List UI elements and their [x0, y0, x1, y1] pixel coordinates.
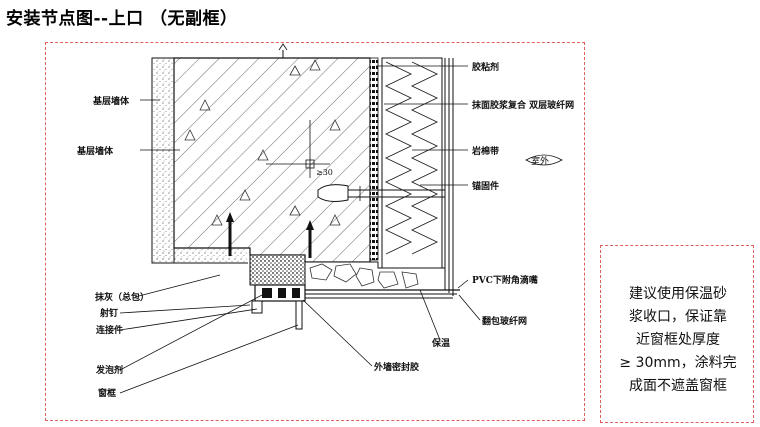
label-ext-sealant: 外墙密封胶	[373, 361, 419, 373]
pvc-drip-edge	[305, 289, 460, 299]
note-line: 浆收口，保证靠	[629, 309, 727, 325]
label-render-mesh: 抹面胶浆复合 双层玻纤网	[472, 99, 574, 111]
label-adhesive: 胶粘剂	[472, 61, 499, 73]
label-foam: 发泡剂	[95, 364, 123, 376]
note-frame	[600, 245, 754, 423]
label-base-wall-2: 基层墙体	[76, 145, 114, 157]
note-line: ≥ 30mm，涂料完	[619, 355, 737, 371]
exterior-label: 室外	[531, 155, 549, 167]
label-pvc-drip: PVC下附角滴嘴	[472, 274, 538, 286]
plaster-layer	[151, 57, 248, 264]
label-base-wall-1: 基层墙体	[92, 95, 130, 107]
label-window-frame: 窗框	[98, 387, 116, 399]
dimension-text: ≥30	[316, 168, 333, 177]
base-wall	[173, 43, 371, 263]
page-title: 安装节点图--上口 （无副框）	[6, 9, 238, 29]
exterior-mark: 室外	[525, 154, 563, 167]
adhesive-layer	[369, 57, 383, 262]
nail-fixings	[226, 212, 314, 258]
drawing-frame	[45, 42, 585, 421]
anchor-fixing	[317, 184, 445, 202]
label-wrap-mesh: 翻包玻纤网	[482, 315, 527, 327]
note-line: 近窗框处厚度	[636, 332, 720, 348]
rock-wool-board	[381, 57, 454, 296]
label-connector: 连接件	[96, 324, 123, 336]
label-plaster: 抹灰（总包）	[95, 291, 149, 303]
label-anchor: 锚固件	[472, 180, 499, 192]
dimension-marker: ≥30	[266, 120, 333, 178]
label-nail: 射钉	[99, 307, 118, 319]
label-rock-wool: 岩棉带	[471, 145, 499, 157]
note-line: 建议使用保温砂	[629, 286, 727, 302]
installation-note: 建议使用保温砂 浆收口，保证靠 近窗框处厚度 ≥ 30mm，涂料完 成面不遮盖窗…	[612, 283, 744, 398]
label-insulation: 保温	[431, 337, 450, 349]
note-line: 成面不遮盖窗框	[629, 378, 727, 394]
foam-fill	[249, 254, 306, 286]
leader-lines	[119, 65, 481, 394]
window-frame-profile	[251, 284, 306, 330]
